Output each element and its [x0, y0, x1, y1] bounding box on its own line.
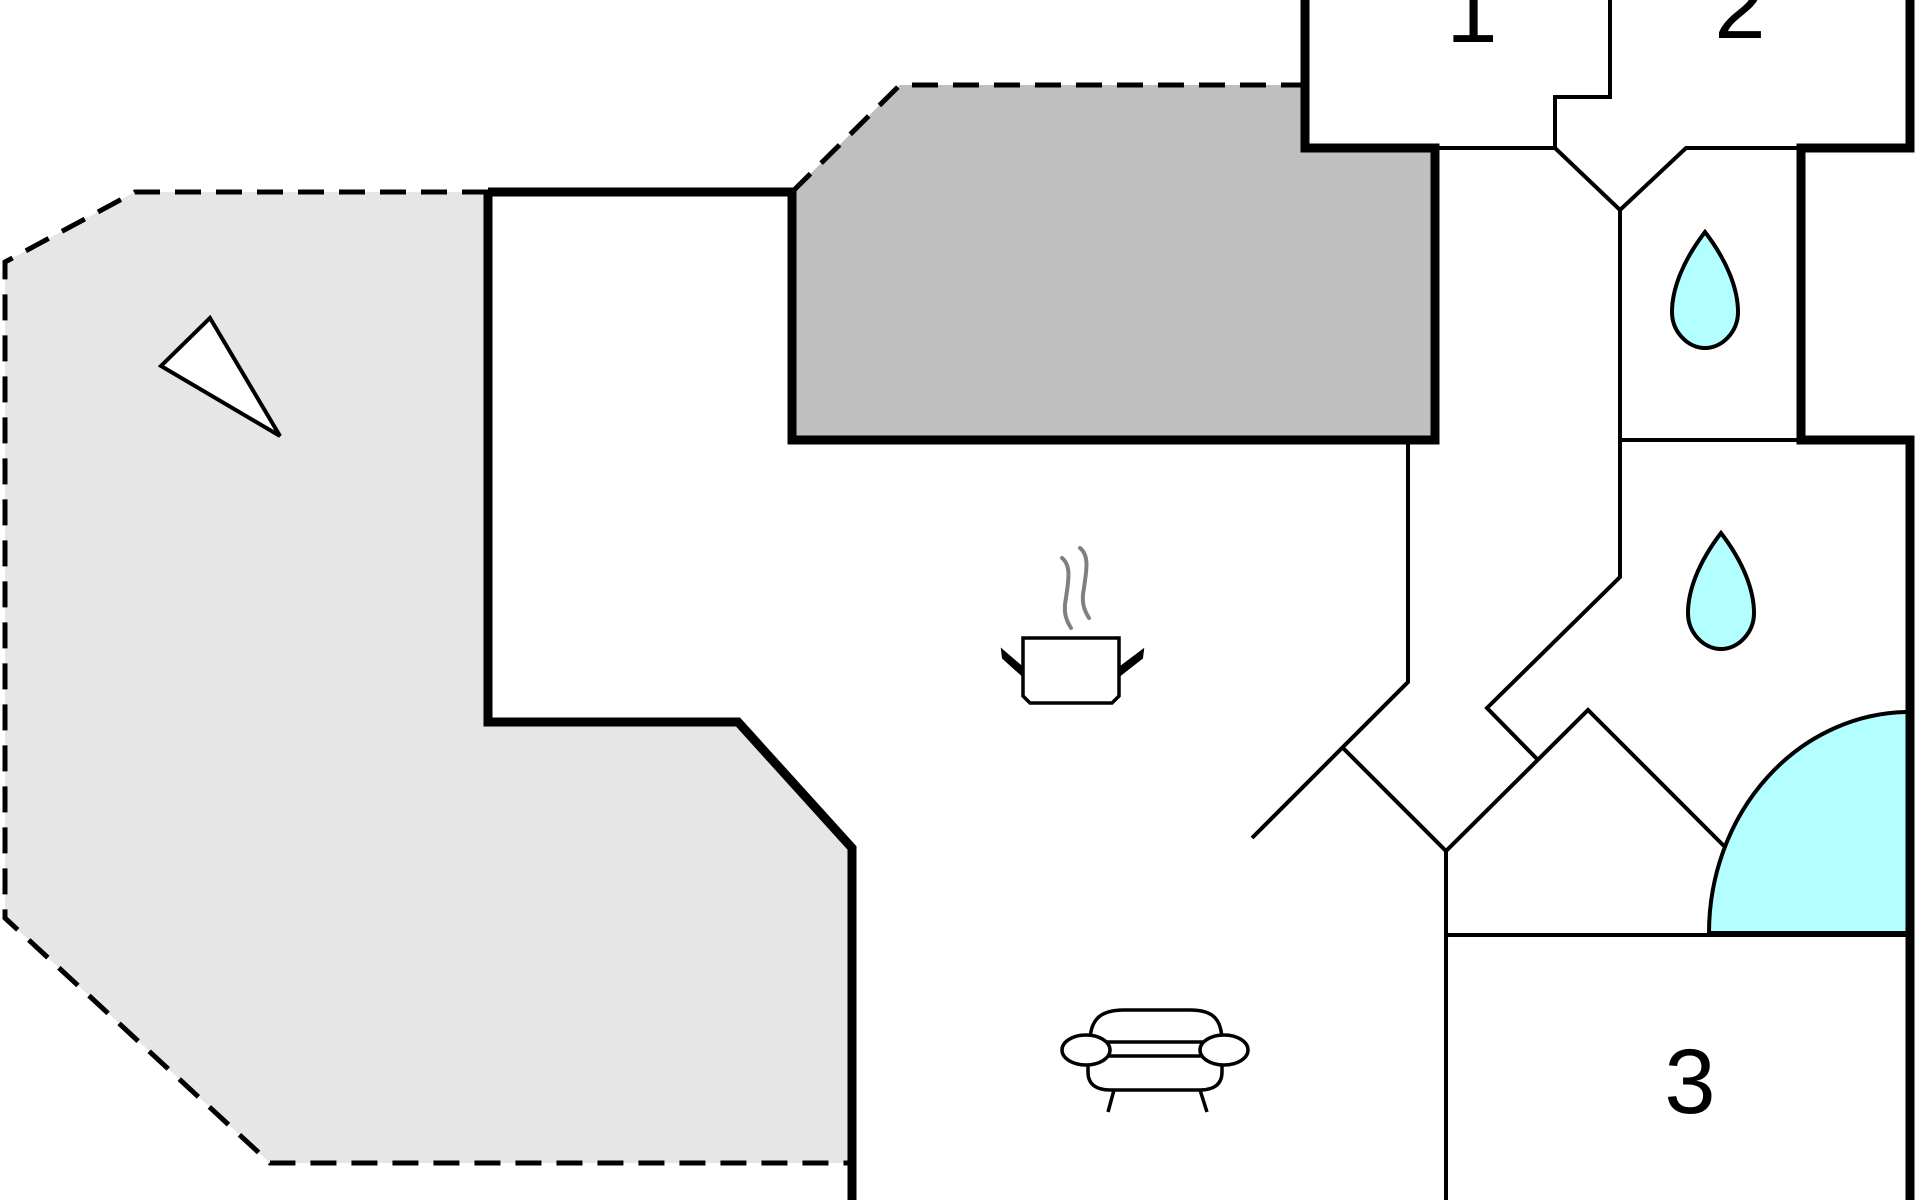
- sofa-icon: [1060, 1008, 1250, 1113]
- covered-area: [792, 85, 1435, 440]
- terrace-area: [5, 192, 852, 1163]
- terrace-dashed-edge: [2, 189, 852, 1166]
- shower-area: [1706, 709, 1912, 935]
- exterior-walls: [483, 0, 1915, 1200]
- room-label-1: 1: [1446, 0, 1497, 62]
- water-drop-icon: [1669, 228, 1741, 351]
- room-label-3: 3: [1664, 1031, 1715, 1133]
- kitchen-pot-icon: [1000, 546, 1145, 705]
- water-drop-icon: [1685, 529, 1757, 652]
- interior-walls: [1250, 0, 1910, 1200]
- room-label-2: 2: [1714, 0, 1765, 58]
- covered-area-dashed-edge: [790, 82, 1305, 194]
- north-arrow-icon: [157, 314, 282, 438]
